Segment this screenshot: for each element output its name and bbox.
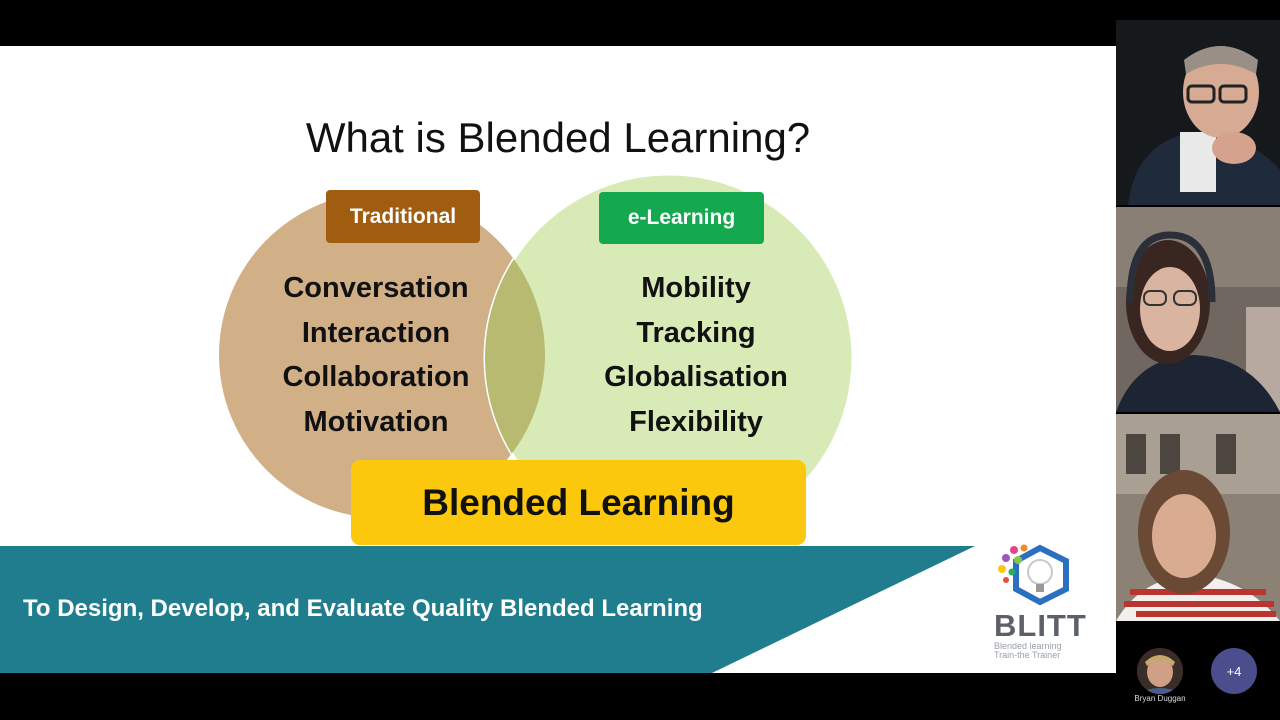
participant-video-icon: [1116, 207, 1280, 412]
traditional-label: Traditional: [326, 190, 480, 243]
participant-video-tile[interactable]: [1116, 414, 1280, 621]
participant-video-tile[interactable]: [1116, 20, 1280, 205]
traditional-item: Motivation: [303, 405, 449, 438]
participant-avatar[interactable]: [1137, 648, 1183, 694]
blended-learning-box: Blended Learning: [351, 460, 806, 545]
elearning-label: e-Learning: [599, 192, 764, 244]
participant-name: Bryan Duggan: [1134, 694, 1186, 703]
elearning-item: Flexibility: [629, 405, 763, 438]
lightbulb-hexagon-icon: [998, 544, 1069, 606]
elearning-item: Mobility: [641, 272, 751, 304]
traditional-item: Conversation: [283, 272, 469, 304]
traditional-item: Interaction: [301, 316, 451, 349]
logo-tagline-line: Blended learning: [994, 641, 1062, 651]
avatar-image-icon: [1137, 648, 1183, 694]
participant-video-icon: [1116, 20, 1280, 205]
logo-tagline-line: Train-the Trainer: [994, 650, 1061, 660]
blitt-logo: BLITT Blended learning Train-the Trainer: [990, 544, 1090, 664]
participant-video-icon: [1116, 414, 1280, 621]
slide-title: What is Blended Learning?: [305, 114, 811, 161]
more-participants-button[interactable]: +4: [1211, 648, 1257, 694]
presentation-slide: What is Blended Learning? Traditional e-…: [0, 46, 1116, 673]
venn-diagram: [219, 172, 855, 544]
traditional-item: Collaboration: [282, 361, 470, 393]
bottom-banner: [0, 546, 975, 673]
traditional-circle: [219, 192, 545, 518]
logo-tagline: Blended learning Train-the Trainer: [994, 642, 1094, 660]
banner-text: To Design, Develop, and Evaluate Quality…: [23, 595, 703, 622]
elearning-item: Globalisation: [604, 361, 788, 393]
traditional-list: Conversation Interaction Collaboration M…: [256, 266, 496, 444]
participant-video-tile[interactable]: [1116, 207, 1280, 412]
elearning-list: Mobility Tracking Globalisation Flexibil…: [576, 266, 816, 444]
elearning-item: Tracking: [636, 316, 756, 349]
logo-name: BLITT: [994, 608, 1087, 643]
